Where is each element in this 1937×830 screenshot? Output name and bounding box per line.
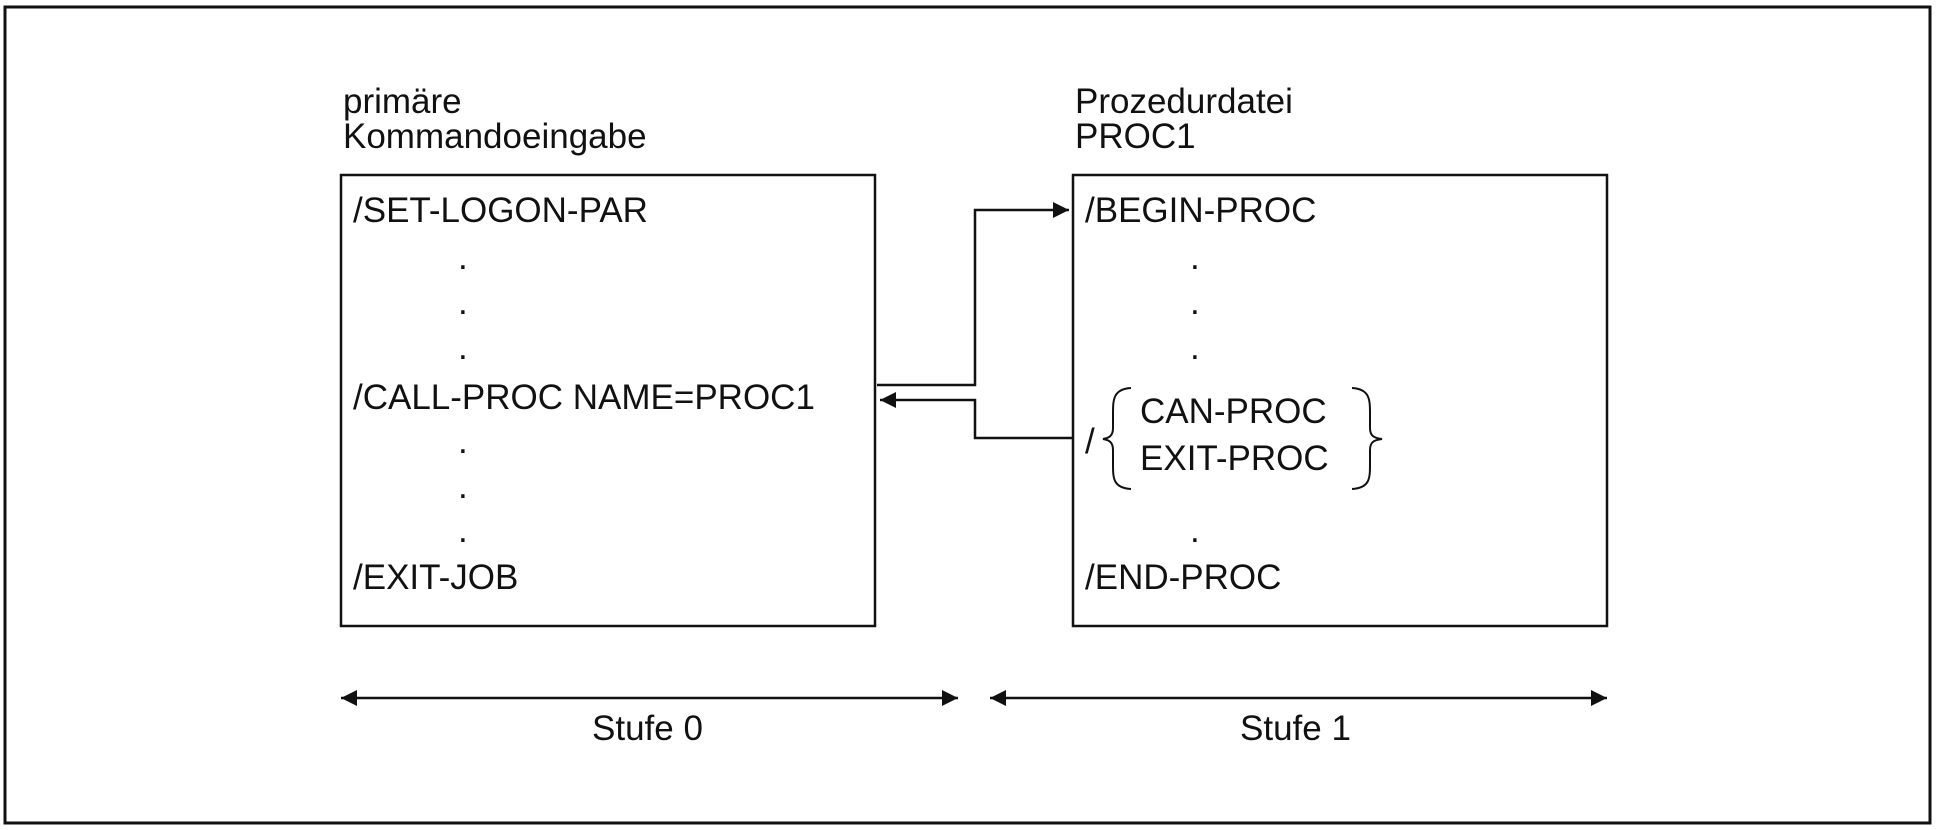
level1-exit-proc: EXIT-PROC (1140, 439, 1329, 478)
outer-frame (3, 5, 1932, 825)
level0-heading-line2: Kommandoeingabe (343, 117, 647, 156)
level0-dot: . (458, 422, 468, 461)
level1-dot: . (1190, 238, 1200, 277)
level1-dot: . (1190, 283, 1200, 322)
level0-exit-job: /EXIT-JOB (353, 558, 518, 597)
level1-can-proc: CAN-PROC (1140, 392, 1327, 431)
level0-dot: . (458, 283, 468, 322)
level1-end-proc: /END-PROC (1085, 558, 1281, 597)
level0-command-box (339, 173, 877, 628)
level0-dot: . (458, 238, 468, 277)
level0-set-logon-par: /SET-LOGON-PAR (353, 191, 648, 230)
level1-procedure-box (1071, 173, 1609, 628)
level0-heading-line1: primäre (343, 82, 462, 121)
level0-dot: . (458, 511, 468, 550)
level1-begin-proc: /BEGIN-PROC (1085, 191, 1316, 230)
level1-slash: / (1085, 422, 1095, 461)
return-arrow (880, 392, 1073, 440)
level0-dot: . (458, 328, 468, 367)
level1-dot: . (1190, 511, 1200, 550)
stufe0-label: Stufe 0 (592, 709, 703, 748)
level0-call-proc: /CALL-PROC NAME=PROC1 (353, 378, 815, 417)
level1-heading-line2: PROC1 (1075, 117, 1196, 156)
left-curly-brace (1102, 387, 1132, 490)
right-curly-brace (1351, 387, 1383, 490)
stufe1-label: Stufe 1 (1240, 709, 1351, 748)
level1-dot: . (1190, 328, 1200, 367)
level1-heading-line1: Prozedurdatei (1075, 82, 1293, 121)
call-arrow (877, 202, 1069, 387)
level0-dot: . (458, 467, 468, 506)
